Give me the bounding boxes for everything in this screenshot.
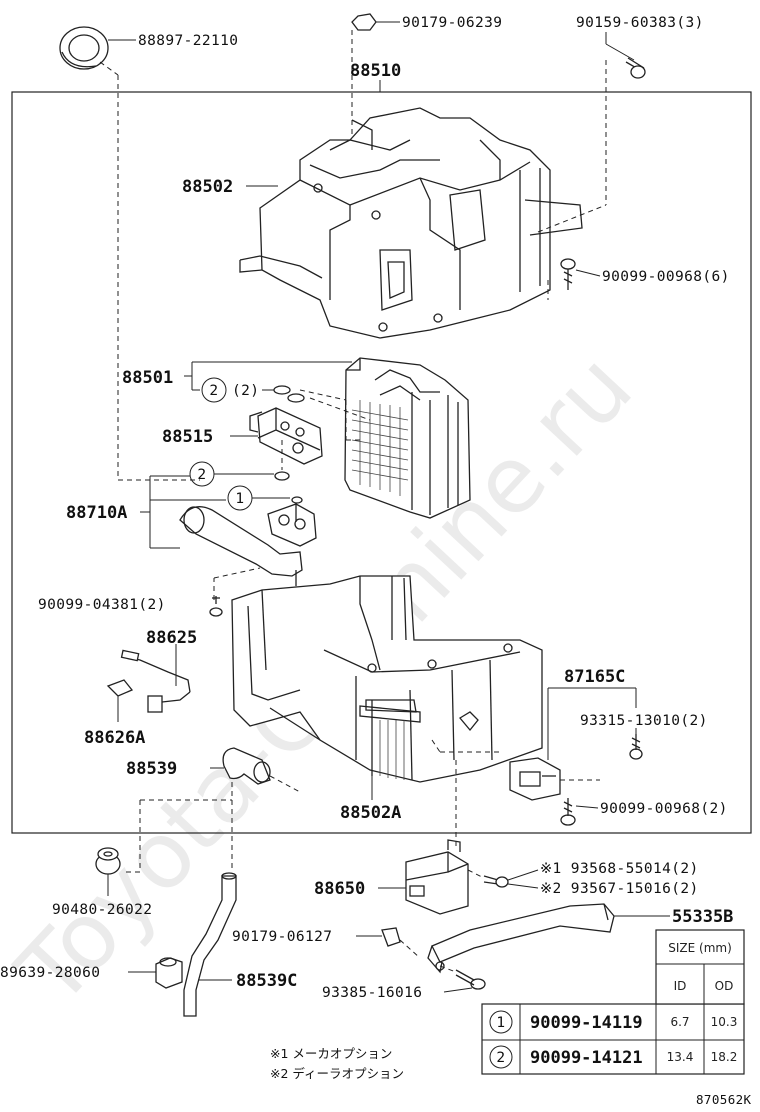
label-88539C[interactable]: 88539C xyxy=(236,971,297,991)
svg-text:90099-14121: 90099-14121 xyxy=(530,1048,643,1068)
svg-text:1: 1 xyxy=(496,1015,505,1031)
size-row-1: 1 90099-14119 6.7 10.3 xyxy=(489,1010,738,1034)
grommet-part[interactable] xyxy=(95,847,121,875)
size-table-col-id: ID xyxy=(674,979,687,993)
label-88502A[interactable]: 88502A xyxy=(340,803,401,823)
callout-o-ring-2-top: 2 xyxy=(201,377,227,403)
o-ring-4 xyxy=(291,496,303,504)
o-ring-qty: (2) xyxy=(232,383,259,399)
screw-93315-part[interactable] xyxy=(629,734,643,760)
label-88650[interactable]: 88650 xyxy=(314,879,365,899)
svg-text:6.7: 6.7 xyxy=(670,1015,689,1029)
o-ring-size-table: SIZE (mm) ID OD 1 90099-14119 6.7 10.3 2… xyxy=(481,929,745,1075)
assembly-frame xyxy=(11,91,752,834)
label-90179-06127[interactable]: 90179-06127 xyxy=(232,929,332,945)
thermistor-part[interactable] xyxy=(120,649,191,713)
o-ring-3 xyxy=(274,471,290,481)
label-90099-00968-upper[interactable]: 90099-00968(6) xyxy=(602,269,730,285)
screw-93568-part[interactable] xyxy=(483,875,509,888)
svg-text:10.3: 10.3 xyxy=(711,1015,738,1029)
note-dealer-option: ※2 ディーラオプション xyxy=(270,1066,404,1081)
thermistor-clip-part[interactable] xyxy=(106,679,134,722)
label-88897-22110[interactable]: 88897-22110 xyxy=(138,33,238,49)
size-row-2: 2 90099-14121 13.4 18.2 xyxy=(489,1045,738,1069)
suction-tube-part[interactable] xyxy=(179,503,317,594)
label-88626A[interactable]: 88626A xyxy=(84,728,145,748)
label-55335B[interactable]: 55335B xyxy=(672,907,733,927)
bolt-93385-part[interactable] xyxy=(455,969,486,990)
label-90159-60383[interactable]: 90159-60383(3) xyxy=(576,15,704,31)
label-90480-26022[interactable]: 90480-26022 xyxy=(52,902,152,918)
drain-hose-long-part[interactable] xyxy=(183,872,237,1017)
label-90099-04381[interactable]: 90099-04381(2) xyxy=(38,597,166,613)
label-90179-06239[interactable]: 90179-06239 xyxy=(402,15,502,31)
screw-part[interactable] xyxy=(625,57,646,79)
label-88515[interactable]: 88515 xyxy=(162,427,213,447)
label-93567-15016[interactable]: ※2 93567-15016(2) xyxy=(540,881,699,897)
label-93385-16016[interactable]: 93385-16016 xyxy=(322,985,422,1001)
label-93315-13010[interactable]: 93315-13010(2) xyxy=(580,713,708,729)
amplifier-ecu-part[interactable] xyxy=(405,839,469,915)
label-93568-55014[interactable]: ※1 93568-55014(2) xyxy=(540,861,699,877)
bolt-04381-part[interactable] xyxy=(209,596,223,617)
label-88501[interactable]: 88501 xyxy=(122,368,173,388)
clamp-part[interactable] xyxy=(155,957,183,989)
svg-text:13.4: 13.4 xyxy=(667,1050,694,1064)
screw-upper-part[interactable] xyxy=(560,258,576,290)
label-88710A[interactable]: 88710A xyxy=(66,503,127,523)
clip-nut-part[interactable] xyxy=(351,13,377,31)
callout-o-ring-2-mid: 2 xyxy=(189,461,215,487)
bracket-55335b-part[interactable] xyxy=(427,903,615,974)
drain-hose-part[interactable] xyxy=(222,747,271,785)
o-ring-2 xyxy=(287,393,305,403)
callout-o-ring-1: 1 xyxy=(227,485,253,511)
label-90099-00968-lower[interactable]: 90099-00968(2) xyxy=(600,801,728,817)
o-ring-1 xyxy=(273,385,291,395)
label-88502[interactable]: 88502 xyxy=(182,177,233,197)
bracket-87165-part[interactable] xyxy=(509,757,561,801)
svg-text:2: 2 xyxy=(197,467,206,483)
seal-ring-part[interactable] xyxy=(59,26,109,70)
evaporator-core-part[interactable] xyxy=(344,357,471,519)
label-88625[interactable]: 88625 xyxy=(146,628,197,648)
size-table-header: SIZE (mm) xyxy=(668,941,732,955)
label-89639-28060[interactable]: 89639-28060 xyxy=(0,965,100,981)
svg-text:1: 1 xyxy=(235,491,244,507)
size-table-col-od: OD xyxy=(715,979,734,993)
svg-text:18.2: 18.2 xyxy=(711,1050,738,1064)
note-maker-option: ※1 メーカオプション xyxy=(270,1046,392,1061)
expansion-valve-part[interactable] xyxy=(249,407,323,465)
label-88510[interactable]: 88510 xyxy=(350,61,401,81)
screw-90099-lower-part[interactable] xyxy=(560,798,576,826)
diagram-code: 870562K xyxy=(696,1092,752,1107)
svg-text:2: 2 xyxy=(496,1050,505,1066)
clip-90179-part[interactable] xyxy=(381,927,401,947)
svg-text:90099-14119: 90099-14119 xyxy=(530,1013,643,1033)
upper-case-part[interactable] xyxy=(239,107,583,339)
lower-case-part[interactable] xyxy=(231,575,543,783)
label-88539[interactable]: 88539 xyxy=(126,759,177,779)
label-87165C[interactable]: 87165C xyxy=(564,667,625,687)
svg-text:2: 2 xyxy=(209,383,218,399)
